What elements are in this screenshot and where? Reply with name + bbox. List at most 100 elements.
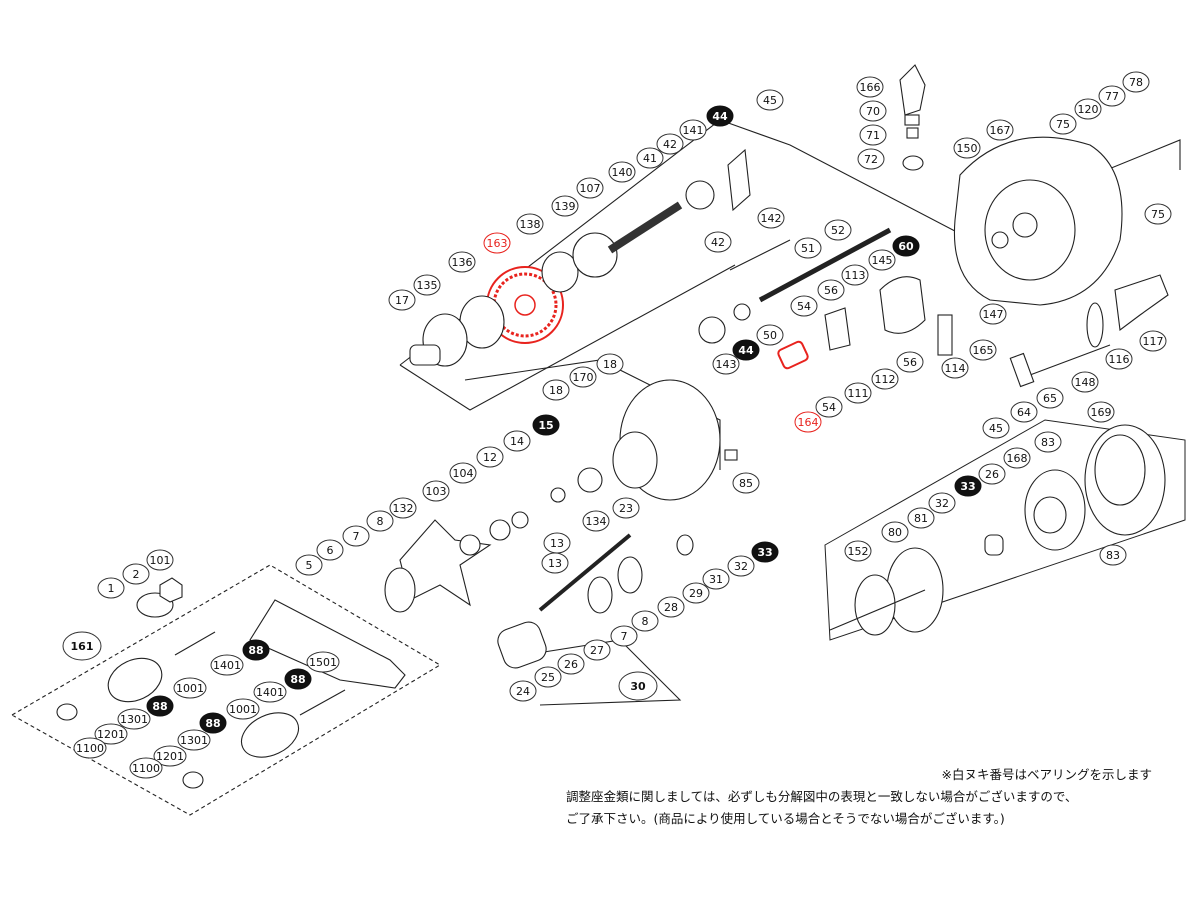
callout-number: 71	[866, 129, 880, 142]
callout-bubble	[1105, 348, 1133, 370]
callout-bubble	[982, 417, 1010, 439]
callout-number: 1001	[229, 703, 257, 716]
callout-number: 15	[538, 419, 553, 432]
sideplate-group-outline	[824, 419, 1186, 641]
callout-12: 12	[476, 446, 504, 468]
callout-163: 163	[483, 232, 511, 254]
callout-number: 88	[290, 673, 305, 686]
callout-168: 168	[1003, 447, 1031, 469]
part-17	[409, 344, 441, 366]
callout-165: 165	[969, 339, 997, 361]
callout-number: 1201	[156, 750, 184, 763]
callout-45: 45	[982, 417, 1010, 439]
callout-bubble	[534, 666, 562, 688]
callout-number: 169	[1091, 406, 1112, 419]
callout-bubble	[284, 668, 312, 690]
part-1401-a	[174, 631, 216, 656]
callout-number: 167	[990, 124, 1011, 137]
callout-145: 145	[868, 249, 896, 271]
callout-78: 78	[1122, 71, 1150, 93]
callout-41: 41	[636, 147, 664, 169]
callout-103: 103	[422, 480, 450, 502]
callout-bubble	[757, 207, 785, 229]
frame-hole2	[991, 231, 1009, 249]
callout-number: 44	[712, 110, 728, 123]
callout-14: 14	[503, 430, 531, 452]
callout-bubble	[576, 177, 604, 199]
callout-1401: 1401	[253, 681, 287, 703]
callout-number: 170	[573, 371, 594, 384]
callout-number: 142	[761, 212, 782, 225]
callout-bubble	[856, 76, 884, 98]
callout-number: 41	[643, 152, 657, 165]
callout-number: 8	[642, 615, 649, 628]
part-51-worm	[758, 227, 892, 303]
callout-1001: 1001	[226, 698, 260, 720]
callout-bubble	[226, 698, 260, 720]
callout-bubble	[844, 382, 872, 404]
callout-bubble	[790, 295, 818, 317]
callout-88: 88	[146, 695, 174, 717]
callout-bubble	[656, 133, 684, 155]
part-140	[685, 180, 715, 210]
callout-1201: 1201	[153, 745, 187, 767]
callout-bubble	[177, 729, 211, 751]
group-outline-top	[399, 119, 1021, 366]
callout-bubble	[449, 462, 477, 484]
callout-bubble	[1098, 85, 1126, 107]
part-12	[511, 511, 529, 529]
callout-bubble	[756, 89, 784, 111]
callout-bubble	[986, 119, 1014, 141]
callout-75: 75	[1144, 203, 1172, 225]
callout-bubble	[1122, 71, 1150, 93]
callout-bubble	[1071, 371, 1099, 393]
callout-1100: 1100	[129, 757, 163, 779]
callout-1201: 1201	[94, 723, 128, 745]
callout-7: 7	[342, 525, 370, 547]
callout-number: 83	[1106, 549, 1120, 562]
callout-85: 85	[732, 472, 760, 494]
callout-number: 26	[985, 468, 999, 481]
washer-note: 調整座金類に関しましては、必ずしも分解図中の表現と一致しない場合がございますので…	[566, 789, 1078, 804]
callout-bubble	[608, 161, 636, 183]
callout-bubble	[516, 213, 544, 235]
callout-number: 7	[621, 630, 628, 643]
callout-bubble	[422, 480, 450, 502]
callout-13: 13	[541, 552, 569, 574]
callout-51: 51	[794, 237, 822, 259]
callout-number: 32	[734, 560, 748, 573]
callout-number: 29	[689, 587, 703, 600]
callout-number: 163	[487, 237, 508, 250]
callout-number: 147	[983, 308, 1004, 321]
callout-bubble	[969, 339, 997, 361]
callout-bubble	[727, 555, 755, 577]
part-168-core	[1033, 496, 1067, 534]
part-111	[824, 307, 851, 351]
callout-83: 83	[1099, 544, 1127, 566]
callout-139: 139	[551, 195, 579, 217]
callout-32: 32	[727, 555, 755, 577]
callout-number: 132	[393, 502, 414, 515]
callout-number: 23	[619, 502, 633, 515]
callout-number: 13	[548, 557, 562, 570]
callout-bubble	[1144, 203, 1172, 225]
callout-number: 17	[395, 294, 409, 307]
part-1001-knob-b	[240, 712, 300, 758]
callout-88: 88	[284, 668, 312, 690]
callout-bubble	[824, 219, 852, 241]
part-163-hub	[514, 294, 536, 316]
part-drawings	[10, 64, 1186, 816]
callout-135: 135	[413, 274, 441, 296]
callout-bubble	[295, 554, 323, 576]
callout-17: 17	[388, 289, 416, 311]
callout-number: 103	[426, 485, 447, 498]
callout-number: 150	[957, 142, 978, 155]
callout-134: 134	[582, 510, 610, 532]
callout-2: 2	[122, 563, 150, 585]
callout-number: 7	[353, 530, 360, 543]
callout-number: 60	[898, 240, 914, 253]
callout-1100: 1100	[73, 737, 107, 759]
callout-150: 150	[953, 137, 981, 159]
part-134	[538, 533, 632, 612]
